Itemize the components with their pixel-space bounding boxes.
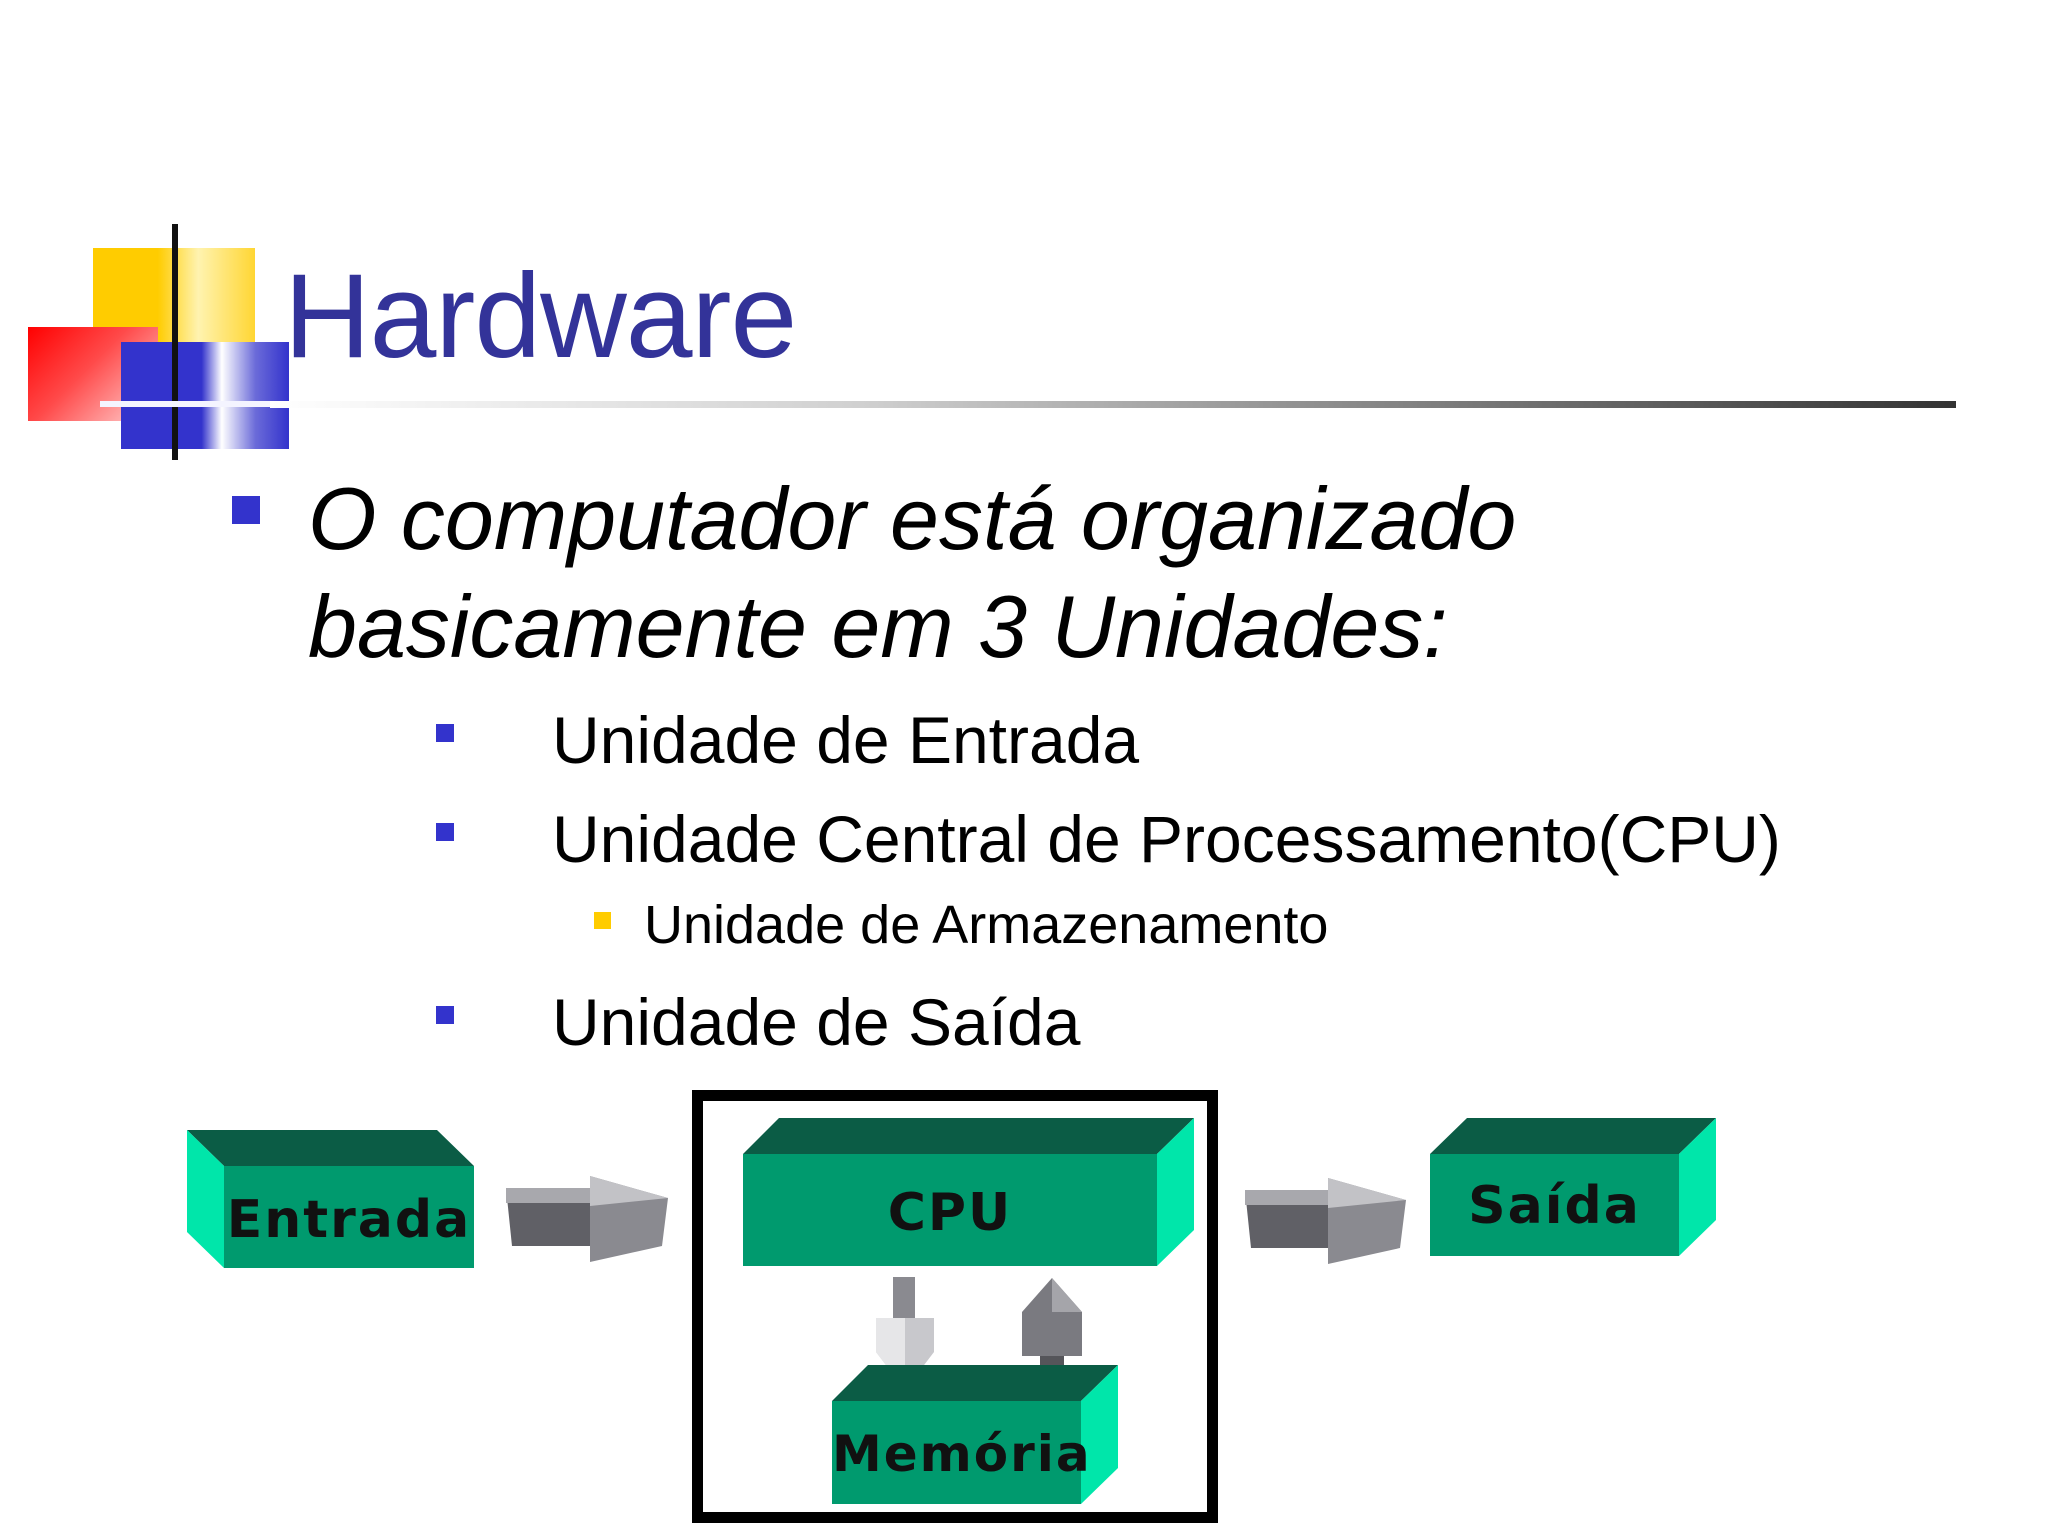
cpu-label: CPU (743, 1183, 1157, 1243)
entrada-label: Entrada (224, 1190, 474, 1250)
arrow-right-icon (506, 1176, 668, 1262)
arrow-right-icon (1245, 1178, 1406, 1264)
memoria-label: Memória (832, 1425, 1081, 1483)
saida-label: Saída (1430, 1176, 1679, 1236)
